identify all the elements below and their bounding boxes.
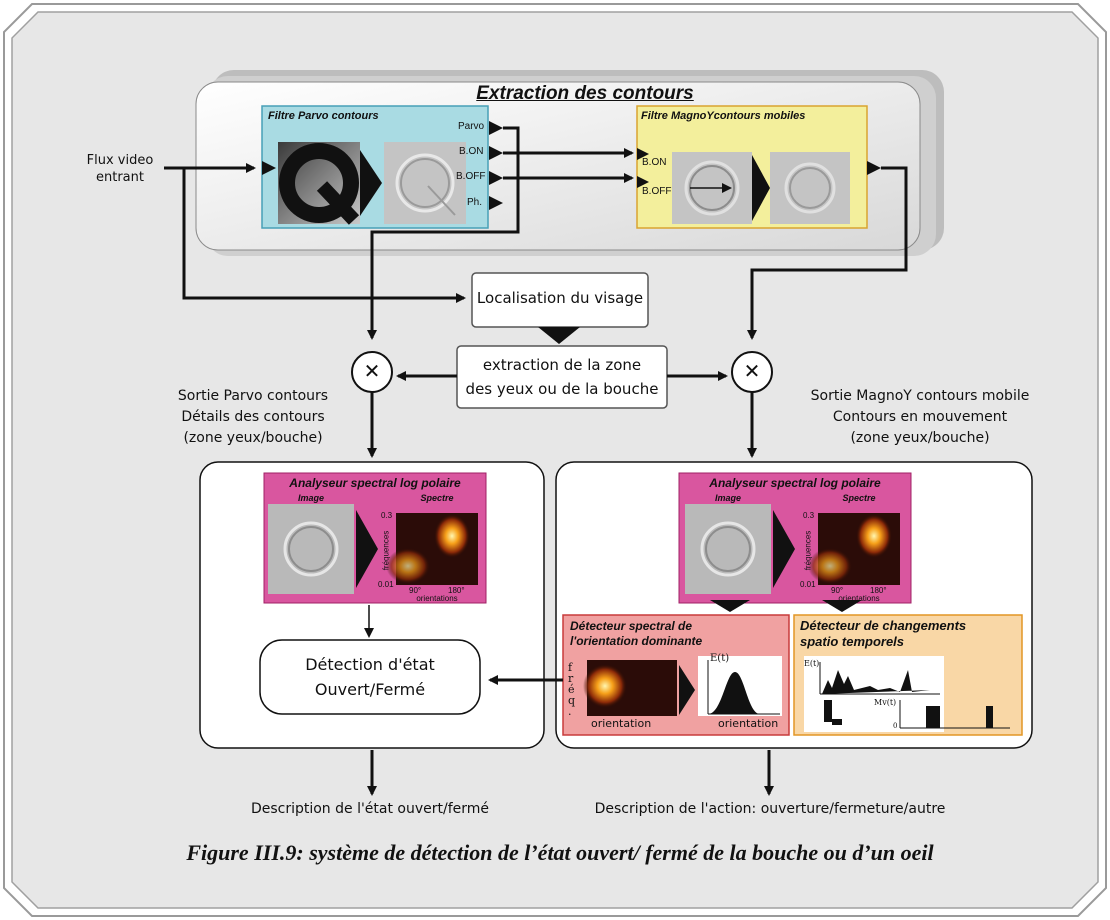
analyzer-left-xtick1: 90° bbox=[409, 586, 422, 595]
orientation-detector-title: Détecteur spectral de l'orientation domi… bbox=[570, 619, 785, 649]
parvo-output-line2: Détails des contours bbox=[181, 409, 325, 425]
analyzer-left-xlabel: orientations bbox=[416, 594, 458, 603]
analyzer-left-ymin: 0.01 bbox=[378, 580, 394, 589]
state-detection-line1: Détection d'état bbox=[305, 655, 435, 674]
zone-extraction-line2: des yeux ou de la bouche bbox=[465, 380, 659, 398]
multiplier-right: ✕ bbox=[743, 359, 761, 383]
face-localization-box: Localisation du visage bbox=[476, 289, 644, 307]
magno-port-boff: B.OFF bbox=[642, 186, 672, 197]
freq-letter: é bbox=[568, 683, 575, 696]
freq-letter: r bbox=[568, 672, 574, 685]
magno-output-line1: Sortie MagnoY contours mobile bbox=[810, 388, 1030, 404]
magno-filter-title: Filtre MagnoYcontours mobiles bbox=[641, 110, 806, 122]
parvo-port-parvo: Parvo bbox=[458, 121, 485, 132]
freq-letter: q bbox=[568, 694, 576, 707]
zone-extraction-line1: extraction de la zone bbox=[482, 356, 642, 374]
parvo-port-bon: B.ON bbox=[459, 146, 484, 157]
change-detector-title-line1: Détecteur de changements bbox=[800, 618, 967, 633]
analyzer-right-xlabel: orientations bbox=[838, 594, 880, 603]
parvo-output-label: Sortie Parvo contours Détails des contou… bbox=[138, 386, 368, 449]
extraction-title: Extraction des contours bbox=[476, 83, 694, 104]
analyzer-right-image-label: Image bbox=[714, 493, 741, 503]
change-detector-title: Détecteur de changements spatio temporel… bbox=[800, 618, 1020, 650]
orientation-energy-label: E(t) bbox=[710, 653, 730, 664]
analyzer-left-image-label: Image bbox=[297, 493, 324, 503]
freq-letter: . bbox=[568, 705, 572, 718]
orientation-detector-title-line2: l'orientation dominante bbox=[570, 634, 703, 648]
parvo-port-boff: B.OFF bbox=[456, 171, 486, 182]
zone-extraction-box: extraction de la zone des yeux ou de la … bbox=[457, 353, 667, 401]
analyzer-left-ymax: 0.3 bbox=[381, 511, 393, 520]
input-label-line1: Flux video bbox=[86, 153, 154, 168]
analyzer-right-xtick1: 90° bbox=[831, 586, 844, 595]
orientation-freq-vertical: f r é q . bbox=[568, 662, 580, 717]
output-left-label: Description de l'état ouvert/fermé bbox=[250, 801, 490, 817]
orientation-detector-title-line1: Détecteur spectral de bbox=[570, 619, 693, 633]
magno-port-bon: B.ON bbox=[642, 157, 667, 168]
parvo-filter-title: Filtre Parvo contours bbox=[268, 110, 379, 122]
analyzer-right-ymax: 0.3 bbox=[803, 511, 815, 520]
state-detection-box: Détection d'état Ouvert/Fermé bbox=[260, 652, 480, 702]
figure-caption: Figure III.9: système de détection de l’… bbox=[186, 840, 934, 865]
parvo-output-line1: Sortie Parvo contours bbox=[177, 388, 329, 404]
analyzer-left-xtick2: 180° bbox=[448, 586, 465, 595]
analyzer-right-xtick2: 180° bbox=[870, 586, 887, 595]
orientation-axis-left: orientation bbox=[591, 717, 652, 730]
output-right-label: Description de l'action: ouverture/ferme… bbox=[594, 801, 946, 817]
input-label: Flux video entrant bbox=[70, 152, 170, 186]
analyzer-left-ylabel: fréquences bbox=[381, 530, 391, 571]
multiplier-left: ✕ bbox=[363, 359, 381, 383]
freq-letter: f bbox=[568, 661, 573, 674]
change-motion-label: Mv(t) bbox=[874, 698, 897, 707]
change-detector-title-line2: spatio temporels bbox=[800, 634, 905, 649]
parvo-port-ph: Ph. bbox=[467, 197, 483, 208]
magno-output-label: Sortie MagnoY contours mobile Contours e… bbox=[770, 386, 1070, 449]
magno-output-line3: (zone yeux/bouche) bbox=[850, 430, 990, 446]
parvo-output-line3: (zone yeux/bouche) bbox=[183, 430, 323, 446]
change-zero-label: 0 bbox=[893, 722, 898, 730]
analyzer-right-ylabel: fréquences bbox=[803, 530, 813, 571]
state-detection-line2: Ouvert/Fermé bbox=[314, 680, 426, 699]
analyzer-right-spectrum-label: Spectre bbox=[842, 493, 876, 503]
analyzer-right-ymin: 0.01 bbox=[800, 580, 816, 589]
magno-output-line2: Contours en mouvement bbox=[832, 409, 1008, 425]
input-label-line2: entrant bbox=[96, 170, 144, 185]
orientation-axis-right: orientation bbox=[718, 717, 779, 730]
change-energy-label: E(t) bbox=[804, 659, 820, 668]
analyzer-left-title: Analyseur spectral log polaire bbox=[289, 476, 461, 490]
analyzer-left-spectrum-label: Spectre bbox=[420, 493, 454, 503]
analyzer-right-title: Analyseur spectral log polaire bbox=[709, 476, 881, 490]
